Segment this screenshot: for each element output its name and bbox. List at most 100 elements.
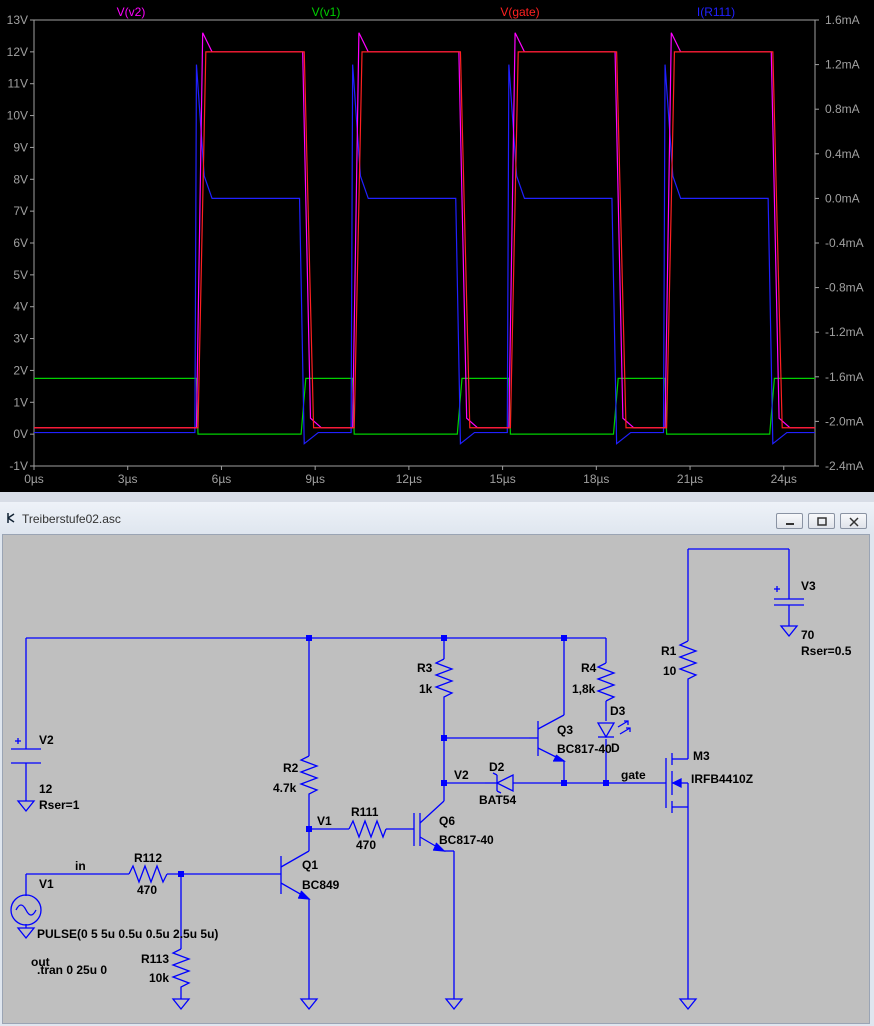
y-left-tick-label: 9V bbox=[13, 140, 28, 154]
pane-splitter[interactable] bbox=[0, 492, 874, 502]
label-d3-name: D3 bbox=[610, 704, 626, 718]
label-r112-name: R112 bbox=[134, 851, 162, 865]
y-right-tick-label: 1.2mA bbox=[825, 58, 860, 72]
label-r1-name: R1 bbox=[661, 644, 677, 658]
x-tick-label: 0µs bbox=[24, 472, 44, 486]
resistor-r111 bbox=[348, 819, 387, 839]
resistor-r2 bbox=[299, 755, 319, 798]
x-tick-label: 24µs bbox=[771, 472, 797, 486]
label-v3-rser: Rser=0.5 bbox=[801, 644, 852, 658]
y-right-tick-label: -2.0mA bbox=[825, 414, 864, 428]
y-right-tick-label: 0.4mA bbox=[825, 147, 860, 161]
close-button[interactable] bbox=[840, 513, 867, 529]
y-right-tick-label: 1.6mA bbox=[825, 13, 860, 27]
mosfet-m3[interactable] bbox=[665, 753, 689, 813]
y-right-tick-label: -1.6mA bbox=[825, 370, 864, 384]
y-left-tick-label: 0V bbox=[13, 427, 28, 441]
label-d3-value: D bbox=[611, 741, 620, 755]
label-m3-value: IRFB4410Z bbox=[691, 772, 753, 786]
schematic-canvas[interactable]: V2 12 Rser=1 V3 70 Rser=0.5 V1 PULSE(0 5… bbox=[2, 534, 870, 1024]
label-v2-name: V2 bbox=[39, 733, 54, 747]
maximize-icon bbox=[817, 517, 827, 526]
resistor-r4 bbox=[596, 662, 616, 702]
y-right-tick-label: -2.4mA bbox=[825, 459, 864, 473]
schematic-window: Treiberstufe02.asc bbox=[0, 502, 874, 1026]
resistor-r113 bbox=[171, 948, 191, 989]
resistor-r3 bbox=[434, 658, 454, 699]
label-r4-name: R4 bbox=[581, 661, 597, 675]
window-title: Treiberstufe02.asc bbox=[22, 512, 121, 526]
right-axis: 1.6mA1.2mA0.8mA0.4mA0.0mA-0.4mA-0.8mA-1.… bbox=[815, 13, 864, 473]
y-left-tick-label: 13V bbox=[7, 13, 28, 27]
net-label-gate: gate bbox=[621, 768, 646, 782]
x-tick-label: 15µs bbox=[489, 472, 515, 486]
transistor-q1[interactable] bbox=[280, 850, 311, 900]
legend-v2[interactable]: V(v2) bbox=[117, 5, 146, 19]
label-q1-value: BC849 bbox=[302, 878, 340, 892]
label-r3-name: R3 bbox=[417, 661, 433, 675]
label-v3-value: 70 bbox=[801, 628, 815, 642]
led-d3[interactable] bbox=[596, 720, 631, 739]
net-label-out: out bbox=[31, 955, 50, 969]
x-tick-label: 9µs bbox=[305, 472, 325, 486]
trace-gate bbox=[34, 51, 815, 429]
y-left-tick-label: -1V bbox=[9, 459, 28, 473]
label-d2-value: BAT54 bbox=[479, 793, 516, 807]
net-label-v1: V1 bbox=[317, 814, 332, 828]
wires bbox=[25, 548, 790, 999]
legend-v1[interactable]: V(v1) bbox=[312, 5, 341, 19]
y-left-tick-label: 11V bbox=[8, 77, 28, 91]
y-left-tick-label: 7V bbox=[13, 204, 28, 218]
net-label-in: in bbox=[75, 859, 86, 873]
x-tick-label: 18µs bbox=[583, 472, 609, 486]
plot-frame bbox=[33, 19, 816, 467]
label-r113-value: 10k bbox=[149, 971, 169, 985]
transistor-q6[interactable] bbox=[413, 800, 446, 852]
y-right-tick-label: -1.2mA bbox=[825, 325, 864, 339]
schematic-icon bbox=[7, 513, 15, 523]
label-r111-name: R111 bbox=[351, 805, 379, 819]
schematic-drawing: V2 12 Rser=1 V3 70 Rser=0.5 V1 PULSE(0 5… bbox=[10, 548, 852, 1011]
label-r1-value: 10 bbox=[663, 664, 677, 678]
label-v2-rser: Rser=1 bbox=[39, 798, 80, 812]
label-m3-name: M3 bbox=[693, 749, 710, 763]
maximize-button[interactable] bbox=[808, 513, 835, 529]
battery-v3[interactable] bbox=[774, 586, 804, 616]
x-tick-label: 3µs bbox=[118, 472, 138, 486]
legend-gate[interactable]: V(gate) bbox=[500, 5, 539, 19]
ground-symbols bbox=[16, 625, 799, 1011]
minimize-button[interactable] bbox=[776, 513, 803, 529]
transistor-q3[interactable] bbox=[529, 714, 566, 762]
junctions bbox=[178, 635, 609, 877]
label-r113-name: R113 bbox=[141, 952, 169, 966]
net-label-v2: V2 bbox=[454, 768, 469, 782]
resistors bbox=[128, 640, 698, 989]
legend-i-r111[interactable]: I(R111) bbox=[697, 5, 735, 19]
waveform-chart: V(v2) V(v1) V(gate) I(R111) 13V 12V 11V 10V… bbox=[7, 5, 864, 486]
title-bar[interactable]: Treiberstufe02.asc bbox=[0, 502, 874, 534]
label-r112-value: 470 bbox=[137, 883, 157, 897]
label-q3-value: BC817-40 bbox=[557, 742, 612, 756]
label-q6-value: BC817-40 bbox=[439, 833, 494, 847]
pulse-source-v1[interactable] bbox=[10, 894, 42, 926]
resistor-r112 bbox=[128, 864, 168, 884]
label-v1-value: PULSE(0 5 5u 0.5u 0.5u 2.5u 5u) bbox=[37, 927, 218, 941]
y-left-tick-label: 12V bbox=[7, 45, 28, 59]
tran-directive[interactable]: .tran 0 25u 0 bbox=[37, 963, 107, 977]
label-r2-name: R2 bbox=[283, 761, 299, 775]
diode-d2[interactable] bbox=[485, 772, 514, 794]
minimize-icon bbox=[786, 523, 794, 525]
label-v3-name: V3 bbox=[801, 579, 816, 593]
resistor-r1 bbox=[678, 640, 698, 681]
y-left-tick-label: 10V bbox=[7, 109, 28, 123]
y-right-tick-label: 0.8mA bbox=[825, 102, 860, 116]
y-left-tick-label: 5V bbox=[13, 268, 28, 282]
battery-v2[interactable] bbox=[11, 738, 41, 773]
waveform-plot[interactable]: V(v2) V(v1) V(gate) I(R111) 13V 12V 11V 10V… bbox=[0, 0, 874, 492]
y-right-tick-label: -0.8mA bbox=[825, 281, 864, 295]
y-right-tick-label: -0.4mA bbox=[825, 236, 864, 250]
label-v1-name: V1 bbox=[39, 877, 54, 891]
x-tick-label: 21µs bbox=[677, 472, 703, 486]
